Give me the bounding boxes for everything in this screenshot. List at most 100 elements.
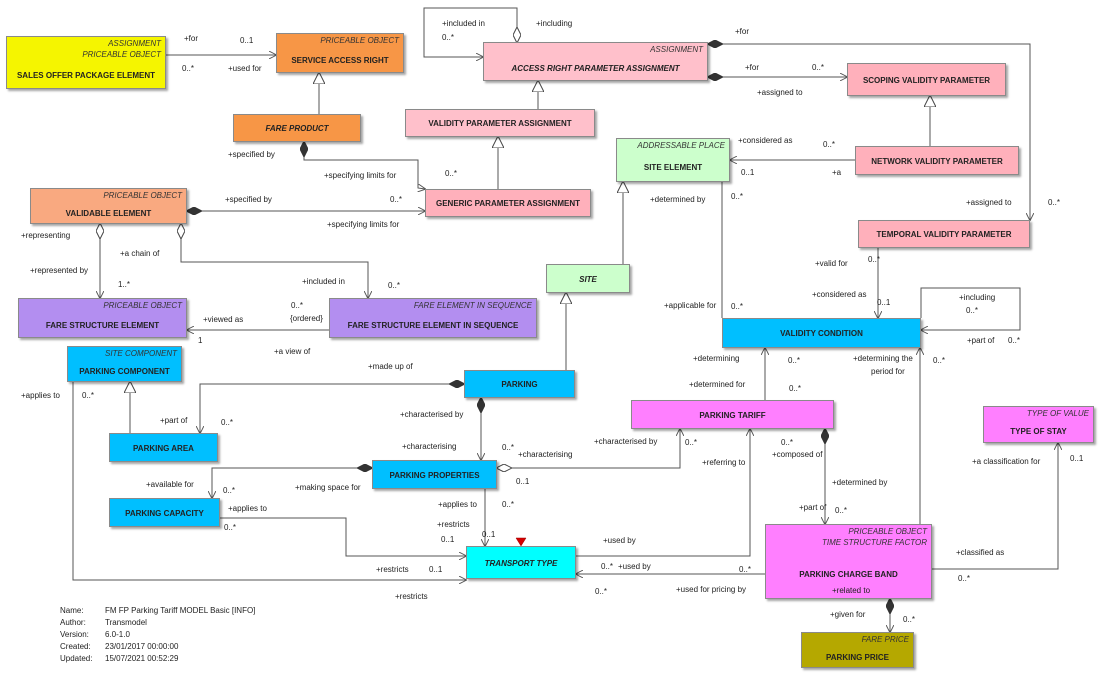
box-parking-capacity[interactable]: PARKING CAPACITY <box>109 498 220 527</box>
info-name-key: Name: <box>60 606 84 615</box>
box-parking-area[interactable]: PARKING AREA <box>109 433 218 462</box>
connector-label: 0..* <box>958 574 971 583</box>
connector-label: +a view of <box>274 347 311 356</box>
connector-label: +a classification for <box>972 457 1041 466</box>
class-name-label: VALIDITY PARAMETER ASSIGNMENT <box>428 119 572 128</box>
stereotype-label: PRICEABLE OBJECT <box>82 50 161 59</box>
connector-label: +applies to <box>21 391 60 400</box>
connector-label: 0..* <box>182 64 195 73</box>
box-transport-type[interactable]: TRANSPORT TYPE <box>466 546 576 579</box>
connector-label: 0..* <box>739 565 752 574</box>
connector-label: 0..* <box>445 169 458 178</box>
connector-label: 0..* <box>812 63 825 72</box>
box-validity-condition[interactable]: VALIDITY CONDITION <box>722 318 921 348</box>
info-created-key: Created: <box>60 642 91 651</box>
connector-label: +for <box>735 27 750 36</box>
connector-label: +for <box>184 34 199 43</box>
connector-label: +valid for <box>815 259 848 268</box>
connector-access-right-self-included <box>423 7 517 57</box>
info-updated-key: Updated: <box>60 654 93 663</box>
box-site[interactable]: SITE <box>546 264 630 293</box>
class-name-label: FARE STRUCTURE ELEMENT <box>45 320 160 330</box>
class-name-label: ACCESS RIGHT PARAMETER ASSIGNMENT <box>511 64 680 73</box>
connector-label: +characterising <box>402 442 457 451</box>
connector-label: +determining the <box>853 354 913 363</box>
connector-label: 0..* <box>502 443 515 452</box>
connector-label: 0..* <box>781 438 794 447</box>
connector-label: +a chain of <box>120 249 160 258</box>
stereotype-label: FARE ELEMENT IN SEQUENCE <box>413 301 532 310</box>
box-temporal-validity-parameter[interactable]: TEMPORAL VALIDITY PARAMETER <box>858 220 1030 248</box>
info-version-value: 6.0-1.0 <box>105 630 130 639</box>
connector-label: 0..* <box>685 438 698 447</box>
class-name-label: TEMPORAL VALIDITY PARAMETER <box>876 230 1012 239</box>
connector-label: +assigned to <box>966 198 1012 207</box>
info-name-value: FM FP Parking Tariff MODEL Basic [INFO] <box>105 606 256 615</box>
box-scoping-validity-parameter[interactable]: SCOPING VALIDITY PARAMETER <box>847 63 1006 96</box>
connector-label: +determined for <box>689 380 746 389</box>
connector-label: +used by <box>618 562 651 571</box>
connector-label: +used for <box>228 64 262 73</box>
class-name-label: TRANSPORT TYPE <box>484 558 558 568</box>
box-parking-properties[interactable]: PARKING PROPERTIES <box>372 460 497 489</box>
box-validity-parameter-assignment[interactable]: VALIDITY PARAMETER ASSIGNMENT <box>405 109 595 137</box>
connector-validity-condition-self <box>921 287 1021 330</box>
class-name-label: SERVICE ACCESS RIGHT <box>291 55 389 65</box>
connector-label: 1..* <box>118 280 131 289</box>
connector-label: +restricts <box>376 565 409 574</box>
class-name-label: PARKING CHARGE BAND <box>799 569 898 579</box>
connector-label: +determined by <box>650 195 706 204</box>
connector-label: +representing <box>21 231 71 240</box>
info-updated-value: 15/07/2021 00:52:29 <box>105 654 179 663</box>
connector-label: 0..* <box>82 391 95 400</box>
connector-label: 0..* <box>731 302 744 311</box>
connector-label: +available for <box>146 480 194 489</box>
box-generic-parameter-assignment[interactable]: GENERIC PARAMETER ASSIGNMENT <box>425 189 591 217</box>
transport-type-warning-marker <box>515 537 527 547</box>
connector-label: 0..* <box>788 356 801 365</box>
connector-label: +classified as <box>956 548 1005 557</box>
connector-label: +included in <box>442 19 485 28</box>
connector-label: 0..* <box>789 384 802 393</box>
connector-label: +specified by <box>225 195 272 204</box>
connector-label: 0..* <box>442 33 455 42</box>
connector-fare-product-to-generic <box>304 142 425 189</box>
box-parking-tariff[interactable]: PARKING TARIFF <box>631 400 834 429</box>
connector-label: +applicable for <box>664 301 717 310</box>
box-network-validity-parameter[interactable]: NETWORK VALIDITY PARAMETER <box>855 146 1019 175</box>
connector-label: 0..* <box>966 306 979 315</box>
box-access-right-parameter-assignment[interactable]: ASSIGNMENT ACCESS RIGHT PARAMETER ASSIGNM… <box>483 42 708 81</box>
connector-label: +determined by <box>832 478 888 487</box>
connector-label: +a <box>832 168 842 177</box>
stereotype-label: PRICEABLE OBJECT <box>848 527 927 536</box>
connector-label: +assigned to <box>757 88 803 97</box>
stereotype-label: ASSIGNMENT <box>650 45 703 54</box>
box-fare-product[interactable]: FARE PRODUCT <box>233 114 361 142</box>
connector-label: 0..1 <box>482 530 496 539</box>
connector-label: 0..* <box>1008 336 1021 345</box>
connector-label: +including <box>536 19 573 28</box>
class-name-label: PARKING PRICE <box>826 652 889 662</box>
connector-label: +given for <box>830 610 866 619</box>
info-version-key: Version: <box>60 630 89 639</box>
connector-label: +including <box>959 293 996 302</box>
stereotype-label: FARE PRICE <box>861 635 909 644</box>
connector-label: +used by <box>603 536 636 545</box>
connector-label: +making space for <box>295 483 361 492</box>
connector-label: +related to <box>832 586 871 595</box>
class-name-label: SALES OFFER PACKAGE ELEMENT <box>16 70 156 80</box>
box-parking[interactable]: PARKING <box>464 370 575 398</box>
info-created-value: 23/01/2017 00:00:00 <box>105 642 179 651</box>
connector-label: 0..* <box>903 615 916 624</box>
box-parking-price[interactable]: FARE PRICE PARKING PRICE <box>801 632 914 668</box>
